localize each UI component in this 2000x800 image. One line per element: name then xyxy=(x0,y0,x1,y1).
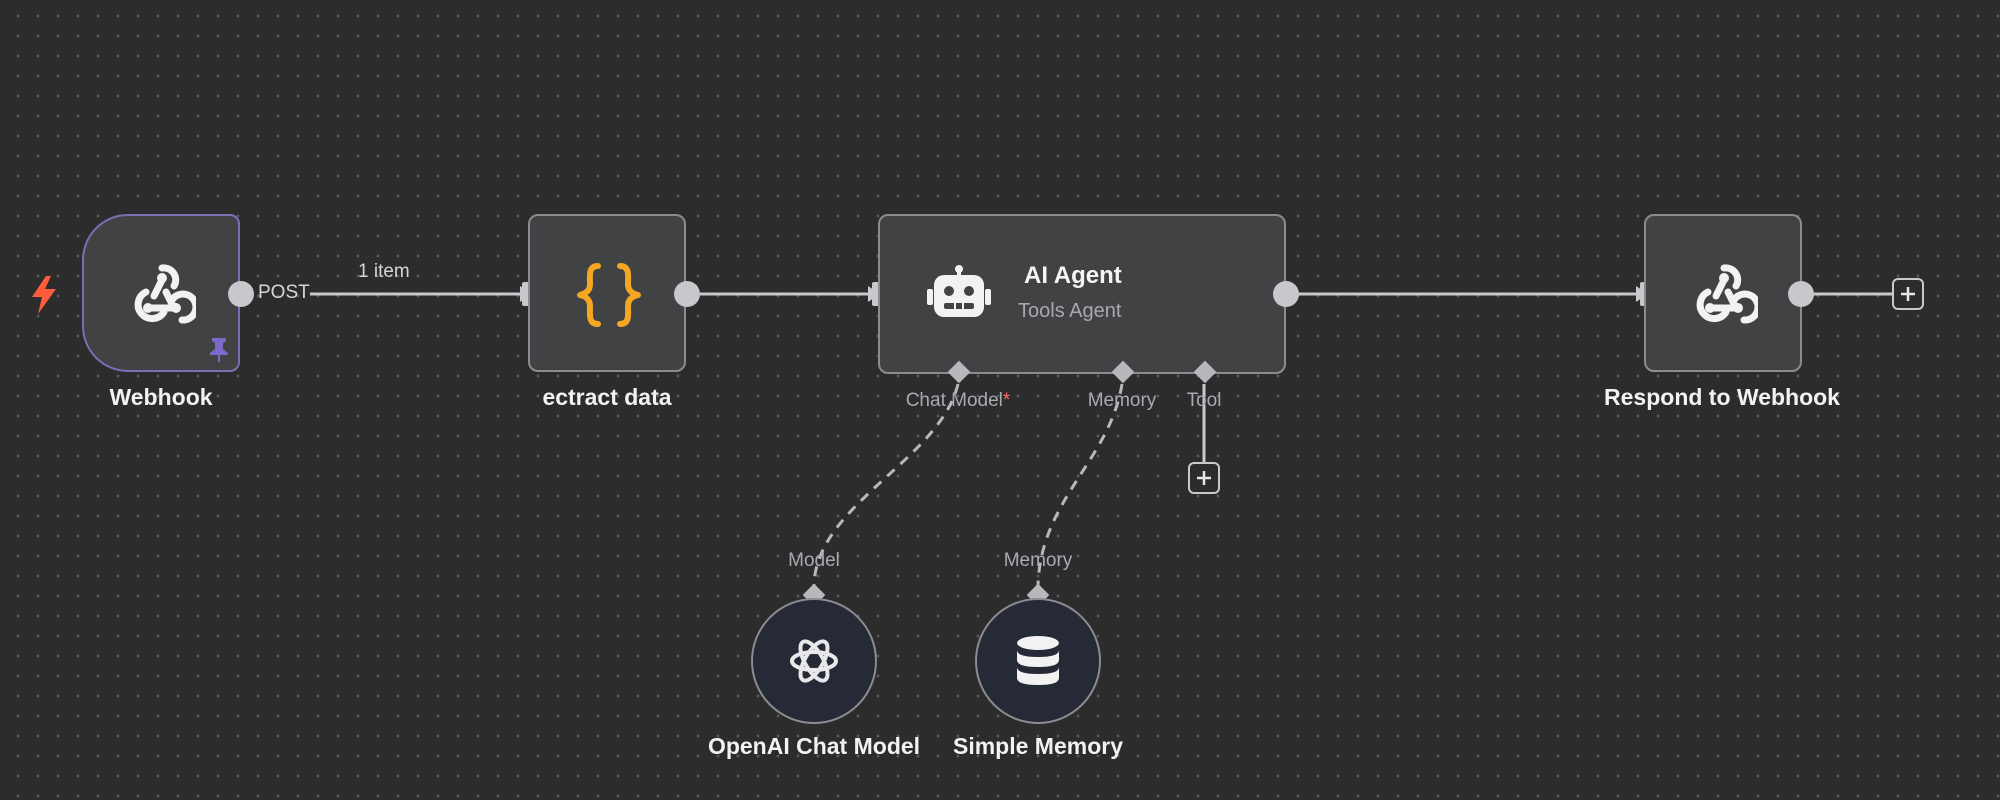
add-tool-button[interactable] xyxy=(1188,462,1220,494)
agent-input-handle[interactable] xyxy=(872,282,882,306)
extract-data-node[interactable] xyxy=(528,214,686,372)
robot-icon xyxy=(926,264,992,324)
respond-to-webhook-node[interactable] xyxy=(1644,214,1802,372)
code-braces-icon xyxy=(570,256,648,334)
lightning-icon xyxy=(30,276,58,319)
memory-input-port-label: Memory xyxy=(1003,550,1073,571)
agent-title: AI Agent xyxy=(1024,262,1122,289)
ai-agent-node[interactable]: AI Agent Tools Agent xyxy=(878,214,1286,374)
plus-icon xyxy=(1901,287,1915,301)
openai-icon xyxy=(790,639,838,683)
webhook-icon xyxy=(126,258,198,330)
respond-node-label: Respond to Webhook xyxy=(1604,384,1840,410)
chat-model-port-label: Chat Model* xyxy=(905,390,1011,411)
plus-icon xyxy=(1197,471,1211,485)
connection-memory-dashed xyxy=(1036,383,1124,587)
webhook-icon xyxy=(1688,258,1760,330)
database-icon xyxy=(1017,636,1059,685)
webhook-output-handle[interactable] xyxy=(228,281,254,307)
webhook-node[interactable] xyxy=(82,214,240,372)
webhook-node-label: Webhook xyxy=(109,384,213,410)
extract-data-node-label: ectract data xyxy=(542,384,672,410)
openai-chat-model-node[interactable] xyxy=(751,598,877,724)
extract-input-handle[interactable] xyxy=(522,282,532,306)
model-port-label: Model xyxy=(788,550,840,571)
agent-subtitle: Tools Agent xyxy=(1018,300,1122,322)
extract-output-handle[interactable] xyxy=(674,281,700,307)
respond-output-handle[interactable] xyxy=(1788,281,1814,307)
branch-label: POST xyxy=(258,282,310,303)
simple-memory-node[interactable] xyxy=(975,598,1101,724)
openai-node-label: OpenAI Chat Model xyxy=(707,733,921,759)
add-node-button[interactable] xyxy=(1892,278,1924,310)
pin-icon xyxy=(208,336,230,367)
memory-port-label: Memory xyxy=(1087,390,1157,411)
tool-port-label: Tool xyxy=(1186,390,1222,411)
item-count-label: 1 item xyxy=(358,261,410,282)
agent-output-handle[interactable] xyxy=(1273,281,1299,307)
required-marker: * xyxy=(1002,390,1011,411)
memory-node-label: Simple Memory xyxy=(953,733,1123,759)
connection-model-dashed xyxy=(812,383,960,587)
